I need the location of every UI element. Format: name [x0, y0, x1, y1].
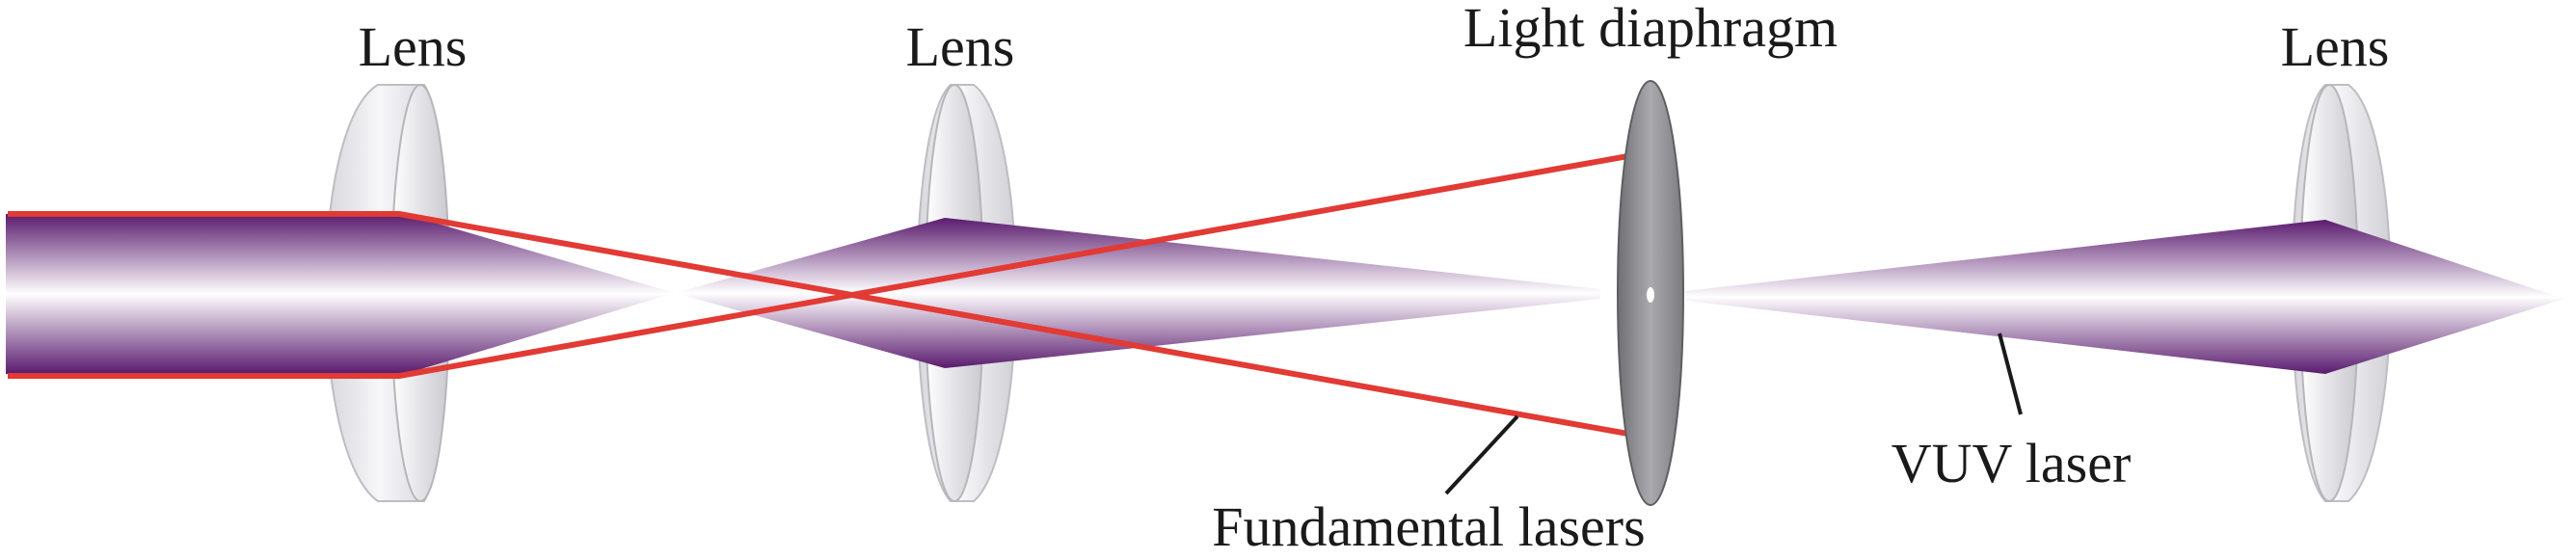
fundamental-lasers-label: Fundamental lasers: [1212, 495, 1645, 558]
beam-vuv: [1685, 220, 2564, 374]
fundamental-lasers: [8, 151, 1640, 439]
light-diaphragm: [1617, 80, 1684, 506]
vuv-leader-line: [1998, 333, 2023, 415]
lens-1-label: Lens: [359, 15, 468, 78]
vuv-laser-label: VUV laser: [1892, 432, 2132, 494]
diaphragm-aperture: [1647, 287, 1654, 303]
beam-incoming: [6, 214, 675, 374]
diaphragm-label: Light diaphragm: [1463, 0, 1838, 59]
lens-3-label: Lens: [2281, 15, 2390, 78]
fundamental-leader-line: [1444, 414, 1519, 495]
lens-2-label: Lens: [906, 15, 1015, 78]
beam-diverging: [675, 218, 1600, 368]
